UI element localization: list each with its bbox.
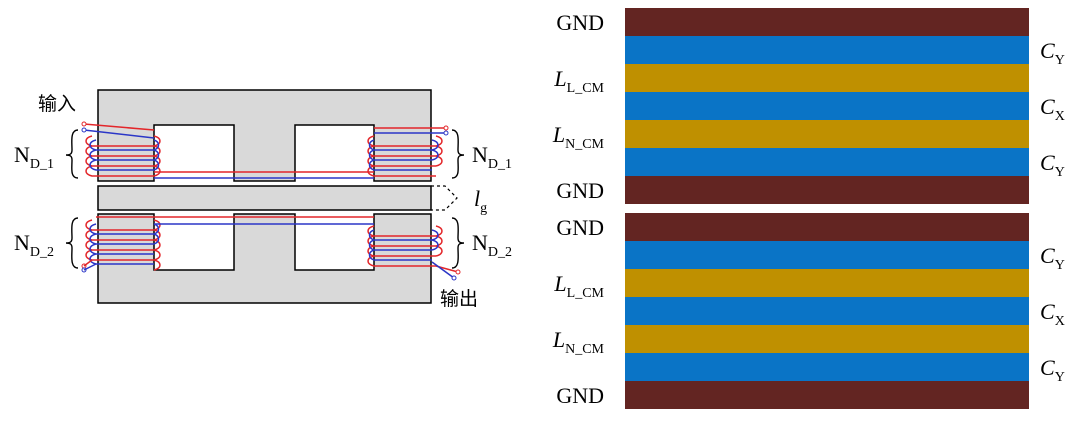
layer-stack-2: GND CY LL_CM CX LN_CM CY GND	[552, 213, 1065, 409]
layer-cm	[625, 120, 1029, 148]
brace-nd2-left	[65, 217, 79, 269]
capacitance-label: CY	[1040, 355, 1065, 385]
layer-cy	[625, 241, 1029, 269]
brace-nd1-left	[65, 129, 79, 179]
layer-cm	[625, 325, 1029, 353]
capacitance-label: CY	[1040, 38, 1065, 68]
output-label: 输出	[440, 288, 478, 310]
capacitance-label: CY	[1040, 150, 1065, 180]
brace-nd2-right	[451, 217, 465, 269]
gnd-label: GND	[556, 10, 604, 35]
gnd-label: GND	[556, 383, 604, 408]
gap-bar	[97, 185, 458, 211]
winding-nd2-right	[96, 216, 461, 281]
nd1-left-label: ND_1	[14, 142, 54, 172]
nd1-right-label: ND_1	[472, 142, 512, 172]
winding-nd2-left	[81, 219, 161, 273]
capacitance-label: CY	[1040, 243, 1065, 273]
layer-stacks: GND CY LL_CM CX LN_CM CY GND GND CY LL_CM CX LN_CM C…	[552, 8, 1065, 409]
nd2-left-label: ND_2	[14, 230, 54, 260]
winding-nd1-right	[154, 125, 449, 179]
upper-core	[97, 89, 432, 182]
capacitance-label: CX	[1040, 94, 1065, 124]
layer-cy	[625, 297, 1029, 325]
input-label: 输入	[38, 93, 76, 115]
layer-gnd	[625, 176, 1029, 204]
layer-gnd	[625, 8, 1029, 36]
layer-cy	[625, 353, 1029, 381]
layer-cm	[625, 269, 1029, 297]
inductance-label: LN_CM	[552, 327, 605, 357]
inductance-label: LN_CM	[552, 122, 605, 152]
layer-cy	[625, 36, 1029, 64]
gnd-label: GND	[556, 215, 604, 240]
layer-cy	[625, 148, 1029, 176]
brace-nd1-right	[451, 129, 465, 179]
winding-nd1-left	[81, 121, 161, 177]
layer-stack-1: GND CY LL_CM CX LN_CM CY GND	[552, 8, 1065, 204]
inductance-label: LL_CM	[553, 66, 604, 96]
nd2-right-label: ND_2	[472, 230, 512, 260]
layer-cm	[625, 64, 1029, 92]
layer-gnd	[625, 381, 1029, 409]
lower-core	[97, 213, 432, 304]
gnd-label: GND	[556, 178, 604, 203]
gap-label: lg	[474, 186, 487, 216]
inductance-label: LL_CM	[553, 271, 604, 301]
layer-gnd	[625, 213, 1029, 241]
transformer-diagram: 输入 输出 ND_1 ND_1 ND_2 ND_2 lg	[14, 89, 512, 310]
layer-cy	[625, 92, 1029, 120]
capacitance-label: CX	[1040, 299, 1065, 329]
